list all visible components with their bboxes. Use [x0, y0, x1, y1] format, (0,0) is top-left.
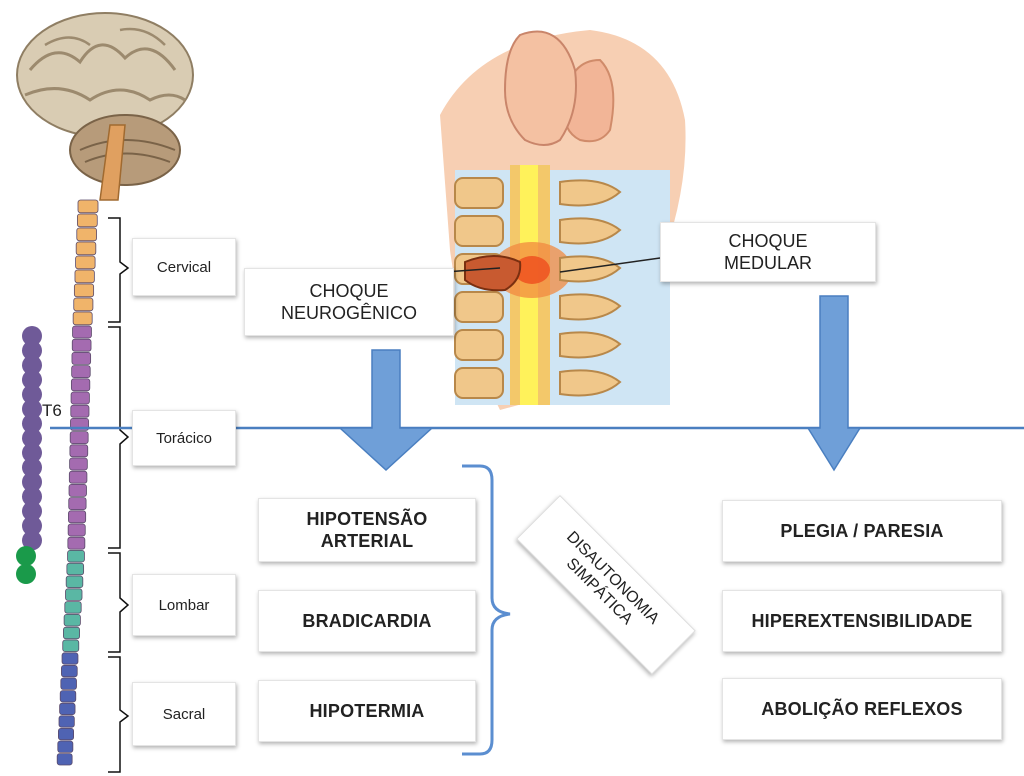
vertebra-segment	[60, 691, 76, 702]
vertebra-segment	[71, 379, 89, 391]
vertebra-segment	[65, 602, 81, 614]
effect-hiperextensibilidade: HIPEREXTENSIBILIDADE	[722, 590, 1002, 652]
segment-dot	[16, 564, 36, 584]
vertebra-segment	[64, 614, 80, 626]
vertebra-segment	[74, 284, 93, 297]
vertebra-segment	[68, 537, 85, 549]
vertebra-segment	[70, 458, 88, 470]
segment-dot	[16, 546, 36, 566]
spinal-column-illustration	[57, 200, 98, 765]
vertebra-segment	[73, 326, 92, 338]
t6-level-label: T6	[42, 401, 62, 420]
vertebra-segment	[69, 484, 86, 496]
vertebra-segment	[69, 471, 87, 483]
vertebra-segment	[70, 432, 88, 444]
cervical-spine-injury-illustration	[440, 30, 686, 410]
cervical-vertebra-body	[455, 330, 503, 360]
vertebra-segment	[72, 366, 91, 378]
vertebra-segment	[73, 312, 92, 325]
vertebra-segment	[63, 640, 79, 652]
arrow-neurogenic-down	[340, 350, 432, 470]
vertebra-segment	[76, 256, 96, 269]
vertebra-segment	[78, 200, 98, 213]
effect-hipotermia: HIPOTERMIA	[258, 680, 476, 742]
vertebra-segment	[62, 653, 78, 664]
vertebra-segment	[68, 511, 85, 523]
region-brackets	[108, 218, 128, 772]
vertebra-segment	[71, 405, 89, 417]
vertebra-segment	[58, 728, 73, 739]
vertebra-segment	[67, 563, 84, 575]
arrow-medullary-down	[808, 296, 860, 470]
vertebra-segment	[77, 214, 97, 227]
choque-neurogenico-box: CHOQUE NEUROGÊNICO	[244, 268, 454, 336]
vertebra-segment	[68, 524, 85, 536]
effect-abolicao-reflexos: ABOLIÇÃO REFLEXOS	[722, 678, 1002, 740]
cervical-vertebra-body	[455, 178, 503, 208]
vertebra-segment	[66, 576, 83, 588]
vertebra-segment	[61, 678, 77, 689]
region-label-lombar: Lombar	[132, 574, 236, 636]
vertebra-segment	[60, 703, 75, 714]
region-label-sacral: Sacral	[132, 682, 236, 746]
vertebra-segment	[65, 589, 82, 601]
effect-hipotensao-arterial: HIPOTENSÃO ARTERIAL	[258, 498, 476, 562]
vertebra-segment	[70, 445, 88, 457]
vertebra-segment	[68, 550, 85, 562]
vertebra-segment	[57, 754, 72, 765]
cervical-vertebra-body	[455, 368, 503, 398]
choque-medular-box: CHOQUE MEDULAR	[660, 222, 876, 282]
vertebra-segment	[76, 242, 96, 255]
effect-bradicardia: BRADICARDIA	[258, 590, 476, 652]
vertebra-segment	[77, 228, 97, 241]
effect-plegia-paresia: PLEGIA / PARESIA	[722, 500, 1002, 562]
vertebra-segment	[71, 392, 89, 404]
vertebra-segment	[59, 716, 74, 727]
vertebra-segment	[61, 665, 77, 676]
cervical-vertebra-body	[455, 216, 503, 246]
vertebra-segment	[63, 627, 79, 639]
cervical-vertebra-body	[455, 292, 503, 322]
region-label-toracico: Torácico	[132, 410, 236, 466]
vertebra-segment	[75, 270, 94, 283]
vertebra-segment	[72, 339, 91, 351]
vertebra-segment	[69, 498, 86, 510]
vertebra-segment	[72, 352, 91, 364]
brain-illustration	[17, 13, 193, 200]
segment-dots	[16, 326, 42, 584]
vertebra-segment	[74, 298, 93, 311]
region-label-cervical: Cervical	[132, 238, 236, 296]
vertebra-segment	[58, 741, 73, 752]
